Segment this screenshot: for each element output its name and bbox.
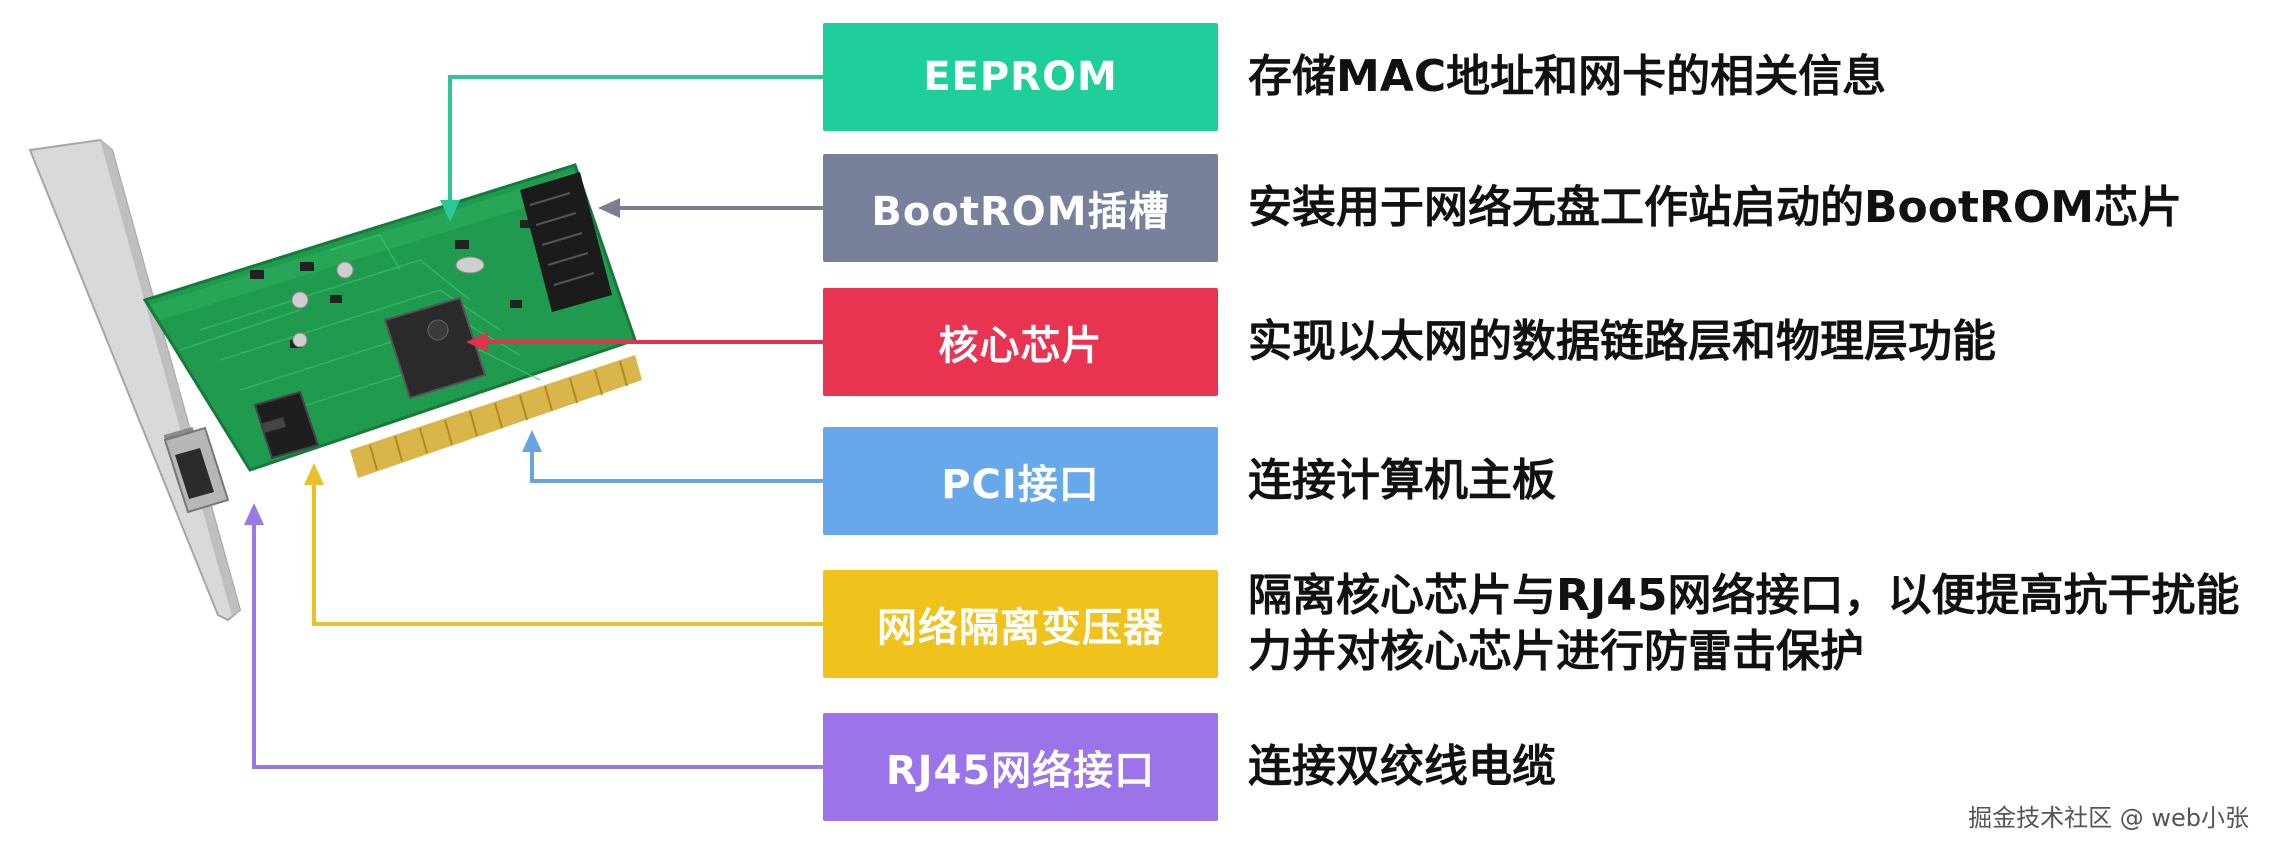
label-eeprom: EEPROM [823,23,1218,131]
arrow-rj45 [244,503,823,769]
isolation-transformer [253,390,320,460]
pci-gold-fingers [350,355,642,478]
arrow-layer [244,75,823,769]
label-pci-interface: PCI接口 [823,427,1218,535]
rj45-port [163,426,230,514]
watermark: 掘金技术社区 @ web小张 [1968,804,2249,832]
arrow-core-chip [466,332,823,352]
desc-pci-interface: 连接计算机主板 [1248,455,1556,506]
desc-isolation-transformer: 隔离核心芯片与RJ45网络接口，以便提高抗干扰能力并对核心芯片进行防雷击保护 [1248,570,2240,677]
arrow-pci [522,430,823,483]
desc-rj45-port: 连接双绞线电缆 [1248,741,1556,792]
label-rj45-port: RJ45网络接口 [823,713,1218,821]
desc-eeprom: 存储MAC地址和网卡的相关信息 [1248,51,1887,102]
arrow-transformer [304,463,823,626]
arrow-bootrom [598,198,823,218]
arrow-eeprom [440,75,823,222]
desc-core-chip: 实现以太网的数据链路层和物理层功能 [1248,316,1996,367]
label-bootrom-slot: BootROM插槽 [823,154,1218,262]
label-core-chip: 核心芯片 [823,288,1218,396]
label-isolation-transformer: 网络隔离变压器 [823,570,1218,678]
desc-bootrom-slot: 安装用于网络无盘工作站启动的BootROM芯片 [1248,182,2183,233]
core-chip [383,296,487,400]
bootrom-slot [520,172,612,312]
